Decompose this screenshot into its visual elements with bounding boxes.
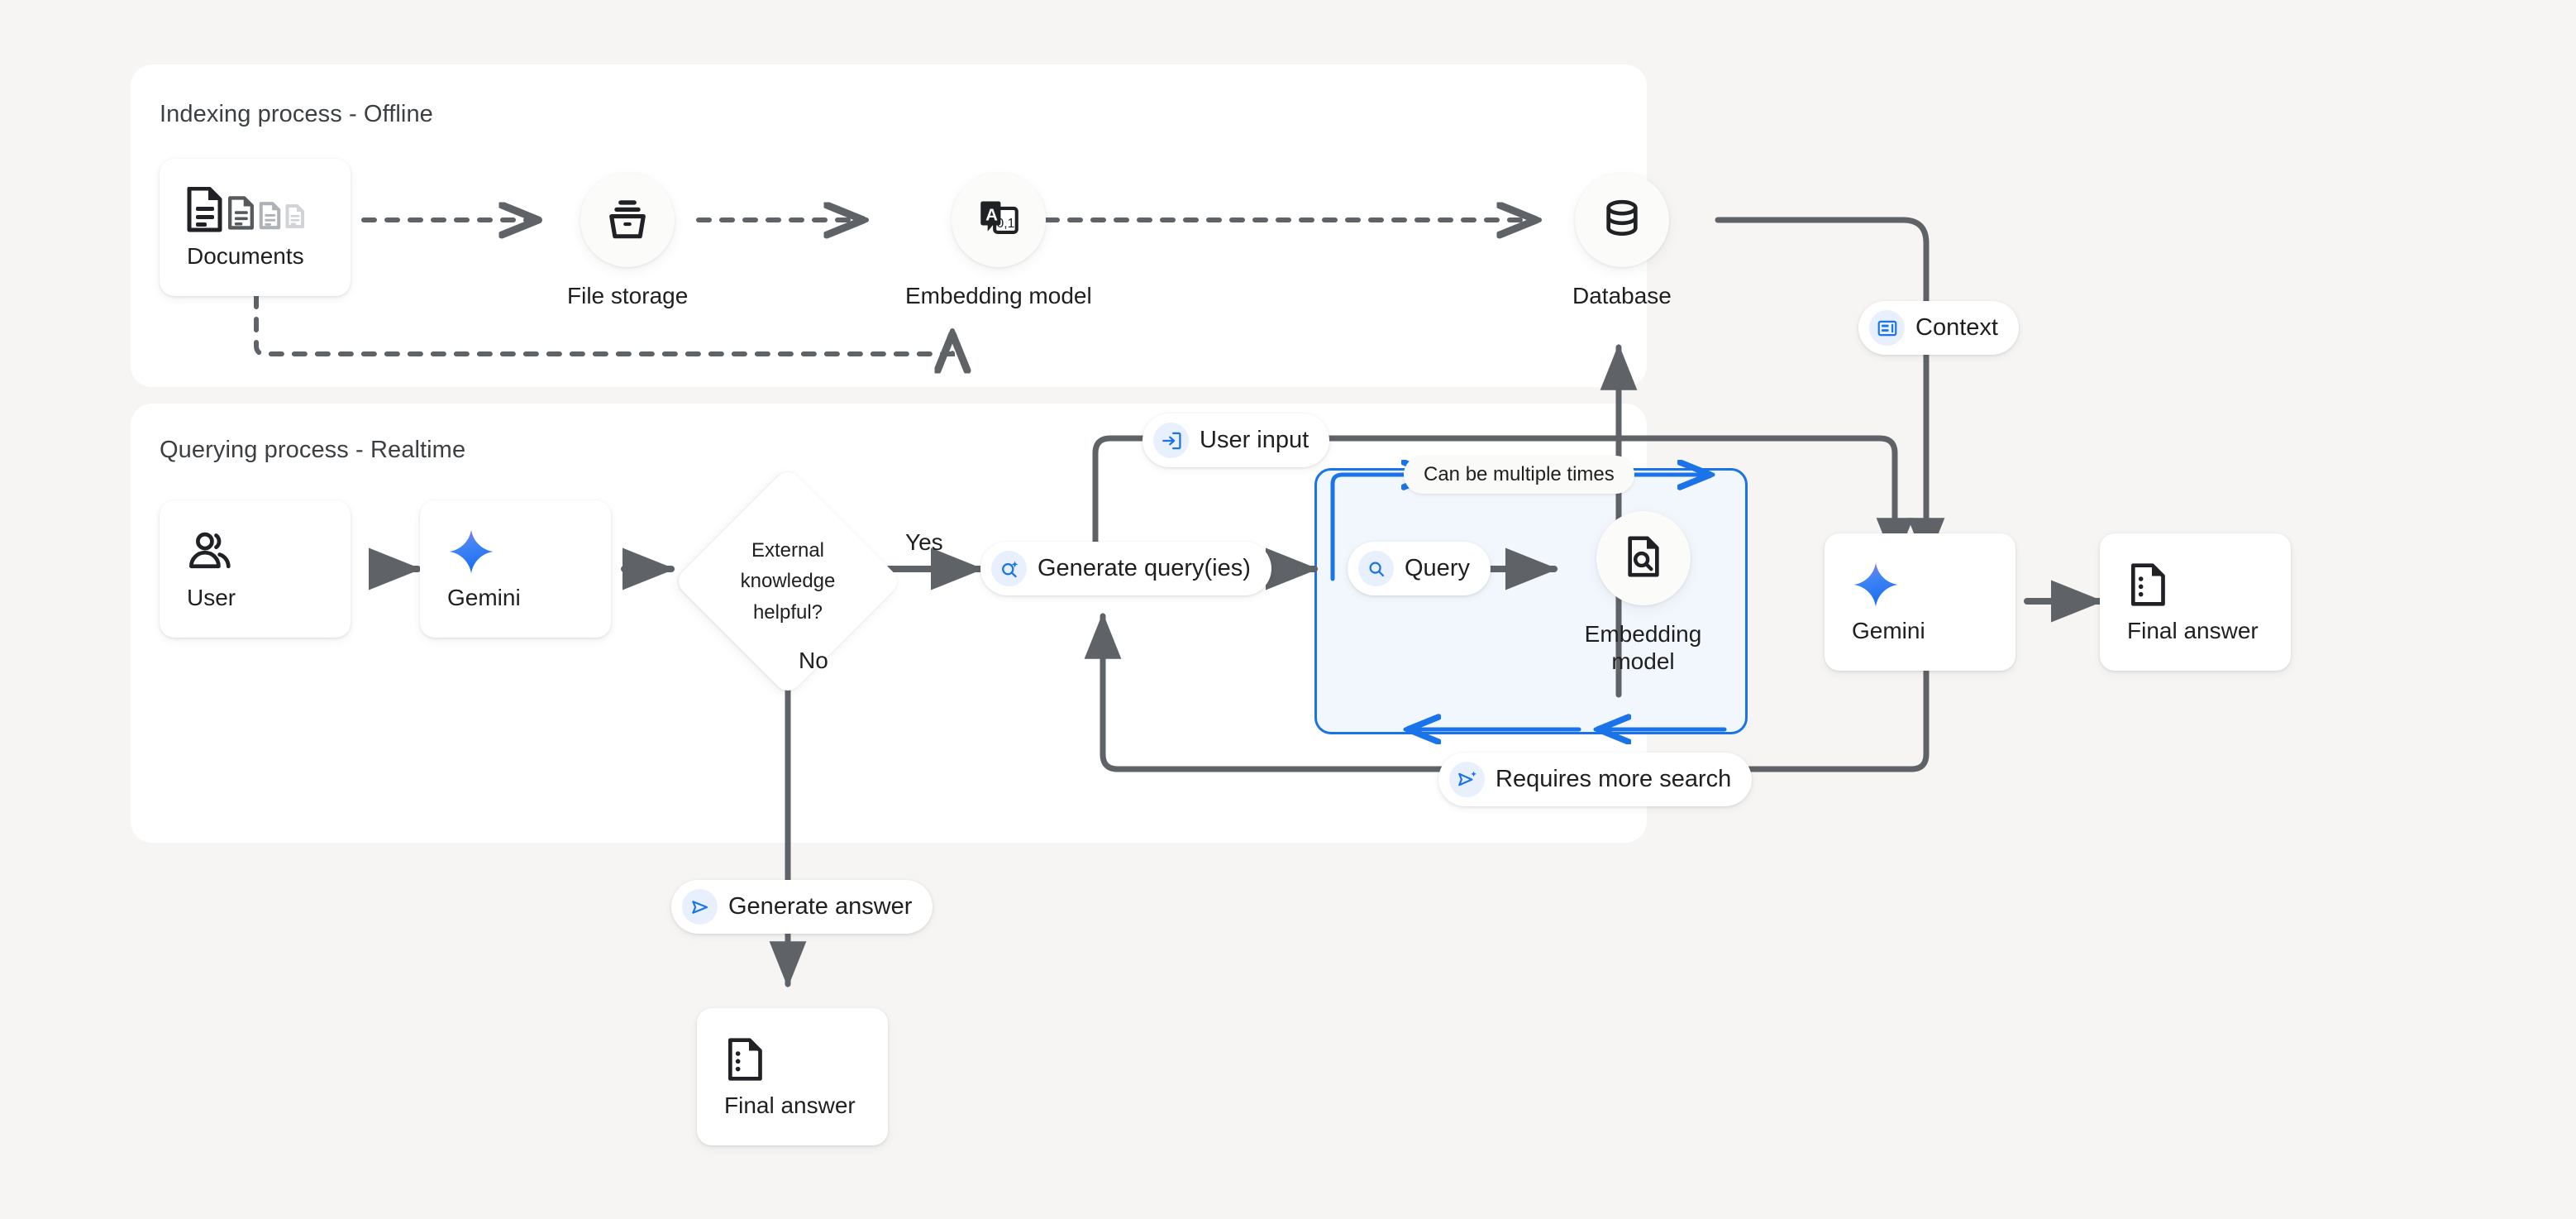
decision-line-1: External <box>751 539 825 562</box>
card-gemini[interactable]: Gemini <box>420 500 611 638</box>
final-answer-icon <box>2127 561 2291 609</box>
node-label: Database <box>1572 283 1672 308</box>
file-storage-circle <box>580 173 675 267</box>
node-embedding-model-indexing[interactable]: 0,1 A Embedding model <box>905 173 1092 309</box>
query-badge[interactable]: Query <box>1348 542 1491 595</box>
user-group-icon <box>187 528 351 576</box>
loop-note: Can be multiple times <box>1404 456 1634 494</box>
badge-label: User input <box>1200 427 1309 453</box>
decision-line-2: knowledge <box>740 570 836 593</box>
generate-answer-badge[interactable]: Generate answer <box>671 880 933 934</box>
card-gemini-answer[interactable]: Gemini <box>1825 533 2015 671</box>
external-knowledge-decision[interactable]: External knowledge helpful? <box>673 466 903 696</box>
documents-icon <box>187 186 351 234</box>
badge-label: Query <box>1405 555 1470 581</box>
card-label: Final answer <box>724 1092 856 1118</box>
input-arrow-icon <box>1153 423 1189 458</box>
edge-label-no: No <box>799 648 828 673</box>
card-label: Gemini <box>447 584 521 610</box>
query-sparkle-icon <box>991 551 1027 586</box>
translate-embed-icon: 0,1 A <box>975 194 1023 246</box>
node-label: File storage <box>567 283 689 308</box>
badge-label: Requires more search <box>1496 766 1732 792</box>
embedding-model-circle <box>1596 511 1691 605</box>
context-badge[interactable]: Context <box>1858 301 2019 355</box>
indexing-panel-title: Indexing process - Offline <box>160 101 433 127</box>
node-file-storage[interactable]: File storage <box>567 173 688 309</box>
gemini-star-icon <box>1852 561 2015 609</box>
node-database[interactable]: Database <box>1572 173 1672 309</box>
badge-label: Generate answer <box>728 893 913 920</box>
loop-note-label: Can be multiple times <box>1424 463 1615 485</box>
card-label: Gemini <box>1852 617 1925 643</box>
database-circle <box>1574 173 1669 267</box>
card-label: Documents <box>187 242 304 269</box>
embedding-model-circle: 0,1 A <box>951 173 1046 267</box>
badge-label: Generate query(ies) <box>1038 555 1251 581</box>
svg-text:A: A <box>985 205 998 224</box>
final-answer-icon <box>724 1035 888 1083</box>
card-label: Final answer <box>2127 617 2259 643</box>
gemini-star-icon <box>447 528 611 576</box>
requires-more-search-badge[interactable]: Requires more search <box>1438 753 1753 806</box>
generate-queries-badge[interactable]: Generate query(ies) <box>980 542 1271 595</box>
svg-text:0,1: 0,1 <box>996 216 1014 230</box>
user-input-badge[interactable]: User input <box>1143 414 1330 467</box>
diamond-text: External knowledge helpful? <box>707 500 869 662</box>
badge-label: Context <box>1915 314 1998 341</box>
decision-line-3: helpful? <box>752 600 823 624</box>
card-final-answer-bottom[interactable]: Final answer <box>697 1008 888 1145</box>
context-panel-icon <box>1869 310 1905 346</box>
card-label: User <box>187 584 236 610</box>
search-icon <box>1358 551 1394 586</box>
database-icon <box>1599 195 1645 246</box>
card-final-answer-right[interactable]: Final answer <box>2100 533 2291 671</box>
card-user[interactable]: User <box>160 500 351 638</box>
querying-panel-title: Querying process - Realtime <box>160 437 466 463</box>
send-sparkle-icon <box>1449 762 1485 797</box>
file-storage-icon <box>603 194 651 246</box>
node-label: Embedding model <box>905 283 1092 308</box>
card-documents[interactable]: Documents <box>160 159 351 296</box>
edge-label-yes: Yes <box>905 529 943 555</box>
doc-search-icon <box>1620 533 1667 584</box>
send-icon <box>682 889 718 925</box>
